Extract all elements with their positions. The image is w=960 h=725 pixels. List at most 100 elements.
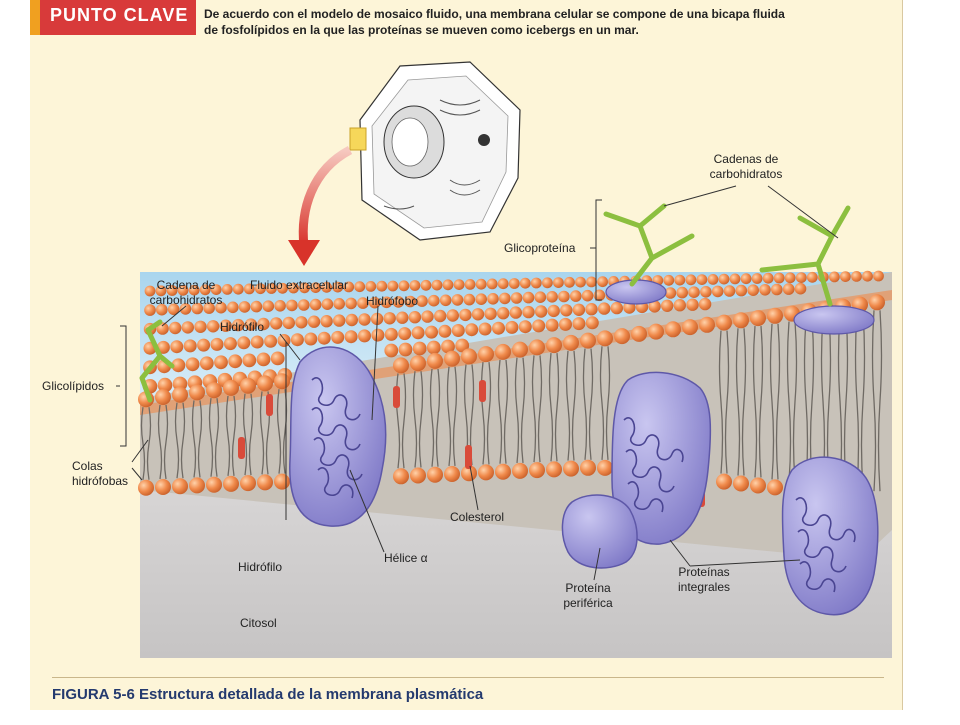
phospholipid-head	[475, 293, 488, 306]
phospholipid-head	[288, 282, 299, 294]
phospholipid-head	[368, 296, 381, 309]
phospholipid-head	[471, 308, 485, 321]
phospholipid-head	[238, 301, 251, 313]
phospholipid-head	[227, 301, 239, 314]
phospholipid-head	[570, 290, 582, 302]
label-carbohydrate-chains-2: carbohidratos	[710, 167, 783, 181]
phospholipid-head	[461, 465, 477, 482]
phospholipid-head	[478, 464, 494, 481]
phospholipid-head	[219, 319, 232, 332]
phospholipid-head	[170, 340, 184, 354]
label-hydrophilic-top: Hidrófilo	[220, 320, 264, 334]
phospholipid-head	[750, 477, 766, 494]
phospholipid-head	[266, 283, 277, 294]
phospholipid-head	[750, 310, 766, 327]
key-point-text: De acuerdo con el modelo de mosaico flui…	[204, 6, 804, 38]
phospholipid-head	[716, 473, 732, 490]
phospholipid-head	[716, 314, 732, 331]
phospholipid-head	[223, 475, 239, 492]
label-peripheral-protein-1: Proteína	[565, 581, 611, 595]
phospholipid-head	[408, 311, 422, 324]
phospholipid-head	[304, 332, 318, 346]
phospholipid-head	[700, 286, 712, 298]
phospholipid-head	[189, 477, 205, 494]
phospholipid-head	[332, 281, 344, 293]
phospholipid-head	[444, 350, 460, 367]
phospholipid-head	[206, 382, 222, 399]
phospholipid-head	[138, 479, 154, 496]
phospholipid-head	[232, 283, 244, 295]
key-point-badge: PUNTO CLAVE	[30, 0, 196, 35]
phospholipid-head	[451, 294, 464, 306]
phospholipid-head	[393, 357, 409, 374]
phospholipid-head	[597, 330, 613, 347]
glycolipid-carbohydrate-chain	[139, 319, 175, 403]
phospholipid-head	[232, 318, 245, 332]
phospholipid-head	[183, 339, 197, 353]
phospholipid-head	[664, 287, 677, 299]
phospholipid-head	[295, 316, 308, 329]
phospholipid-head	[427, 352, 443, 369]
phospholipid-head	[505, 320, 519, 334]
phospholipid-head	[257, 317, 270, 331]
phospholipid-head	[673, 299, 686, 312]
phospholipid-head	[179, 303, 192, 315]
phospholipid-head	[518, 320, 532, 334]
phospholipid-head	[299, 282, 310, 294]
phospholipid-head	[333, 298, 346, 310]
phospholipid-head	[331, 330, 345, 344]
phospholipid-head	[206, 476, 222, 493]
phospholipid-head	[264, 334, 278, 348]
phospholipid-head	[199, 356, 214, 371]
phospholipid-head	[455, 338, 470, 353]
phospholipid-head	[773, 272, 785, 284]
phospholipid-head	[240, 475, 256, 492]
phospholipid-head	[203, 302, 215, 314]
phospholipid-head	[497, 307, 510, 320]
phospholipid-head	[321, 298, 334, 311]
phospholipid-head	[563, 460, 579, 477]
phospholipid-head	[412, 341, 427, 356]
lipid-tail	[225, 395, 237, 477]
phospholipid-heads-bottom	[138, 294, 885, 496]
phospholipid-head	[333, 314, 346, 327]
phospholipid-head	[156, 322, 169, 335]
lipid-tail	[531, 355, 543, 463]
integral-protein-right	[781, 456, 879, 616]
phospholipid-head	[157, 377, 173, 393]
phospholipid-head	[181, 321, 194, 334]
phospholipid-head	[665, 321, 681, 338]
lipid-tail	[786, 321, 798, 482]
phospholipid-head	[228, 354, 243, 369]
lipid-tail	[446, 366, 458, 467]
phospholipid-head	[597, 459, 613, 476]
phospholipid-head	[862, 270, 873, 282]
phospholipid-heads-top	[142, 270, 884, 394]
phospholipid-head	[751, 273, 763, 284]
lipid-tail	[718, 330, 730, 474]
phospholipid-head	[575, 276, 586, 288]
label-integral-proteins-1: Proteínas	[678, 565, 729, 579]
lipid-tail	[599, 346, 611, 460]
phospholipid-head	[597, 276, 608, 288]
phospholipid-head	[559, 317, 572, 331]
phospholipid-head	[357, 297, 369, 309]
phospholipid-head	[428, 294, 440, 307]
phospholipid-head	[144, 285, 156, 297]
lipid-tail	[157, 404, 169, 480]
glycoprotein-1	[603, 203, 695, 305]
lipid-tail	[871, 310, 883, 492]
phospholipid-head	[409, 280, 421, 291]
phospholipid-head	[707, 274, 719, 285]
lipid-tail	[191, 400, 203, 478]
phospholipid-head	[784, 272, 796, 284]
phospholipid-head	[851, 271, 862, 282]
phospholipid-head	[446, 309, 459, 322]
phospholipid-head	[563, 334, 579, 351]
phospholipid-head	[840, 271, 851, 282]
phospholipid-head	[593, 289, 606, 302]
zoom-arrow-head	[288, 240, 320, 266]
phospholipid-head	[486, 278, 498, 290]
phospholipid-head	[735, 284, 748, 297]
